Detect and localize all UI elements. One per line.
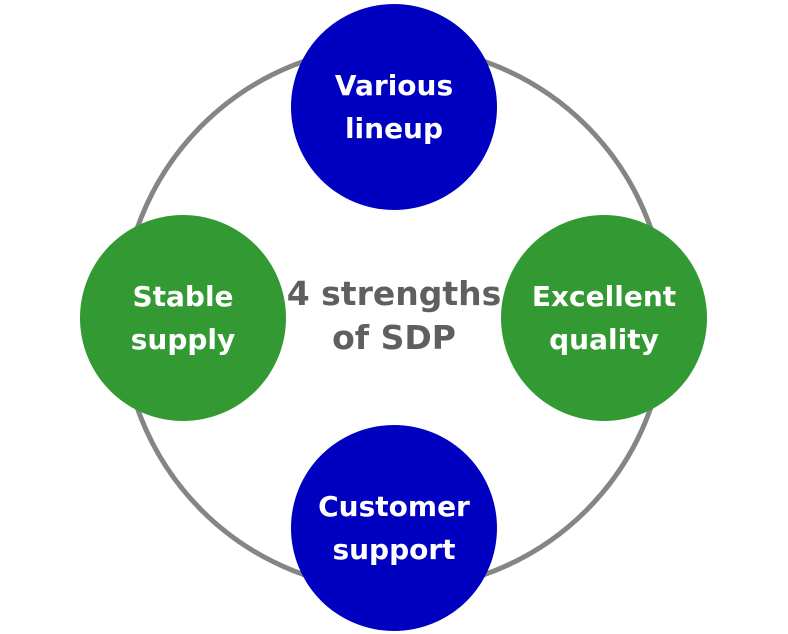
- node-top-line1: Various: [334, 69, 454, 102]
- node-left-line1: Stable: [132, 280, 234, 313]
- node-customer-support: Customer support: [291, 425, 497, 631]
- node-various-lineup: Various lineup: [291, 4, 497, 210]
- center-title: 4 strengths of SDP: [284, 272, 504, 360]
- node-bottom-line2: support: [332, 533, 456, 566]
- node-stable-supply: Stable supply: [80, 215, 286, 421]
- node-right-line2: quality: [549, 323, 659, 356]
- node-bottom-line1: Customer: [318, 490, 470, 523]
- node-left-line2: supply: [130, 323, 236, 356]
- center-title-line1: 4 strengths: [286, 274, 502, 313]
- node-right-line1: Excellent: [531, 280, 677, 313]
- node-top-line2: lineup: [344, 112, 444, 145]
- center-title-line2: of SDP: [332, 318, 456, 357]
- node-excellent-quality: Excellent quality: [501, 215, 707, 421]
